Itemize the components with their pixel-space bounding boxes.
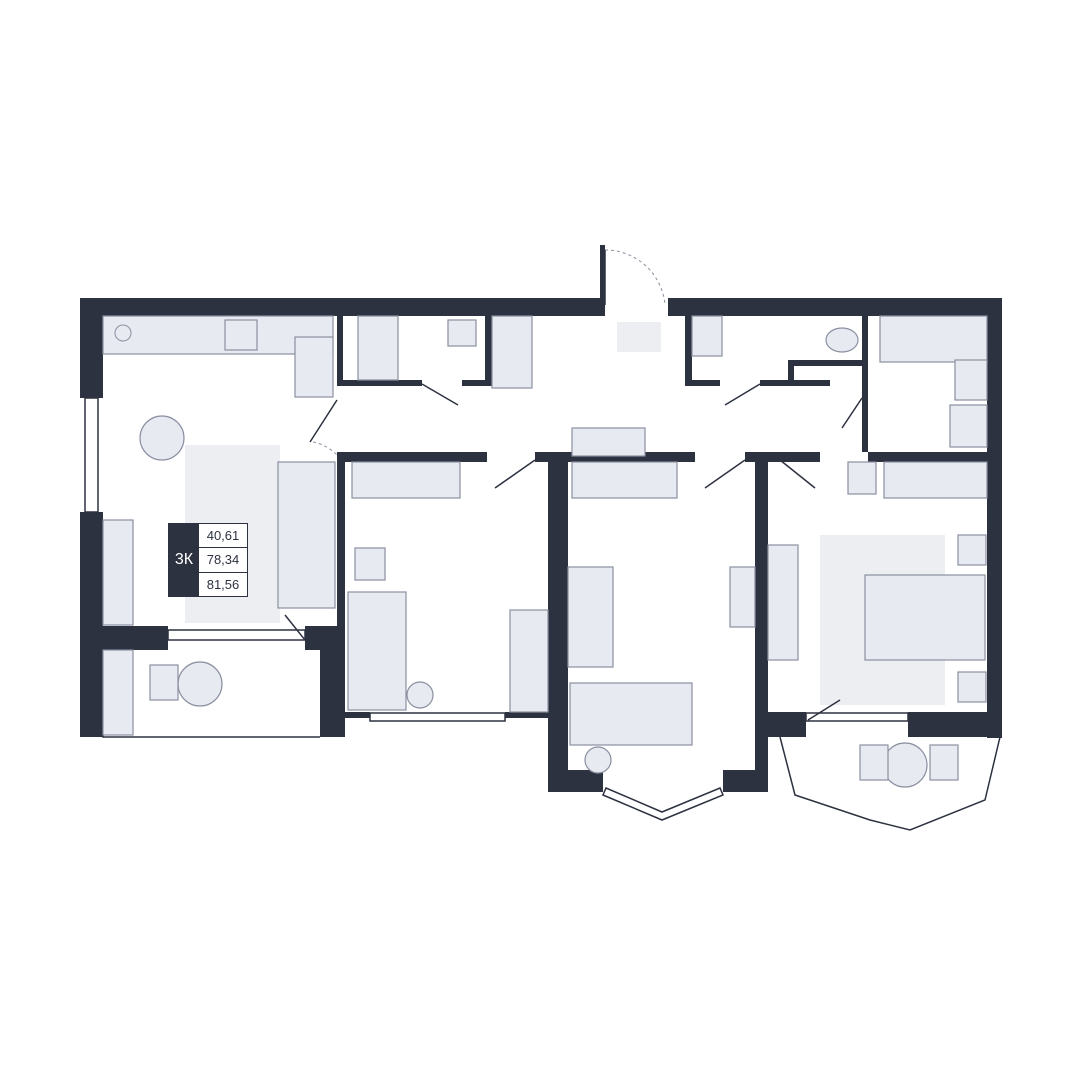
window-bedroom-2	[602, 787, 724, 821]
apartment-info-badge: 3К 40,61 78,34 81,56	[168, 523, 248, 597]
room-count: 3К	[169, 524, 199, 596]
entry-mat	[617, 322, 661, 352]
window-bedroom-3	[805, 712, 909, 722]
total-area: 78,34	[199, 548, 247, 573]
total-area-with-balcony: 81,56	[206, 576, 240, 592]
walls	[80, 245, 1002, 792]
window-bedroom-1	[369, 712, 506, 722]
living-area: 40,61	[199, 524, 247, 549]
balcony-right	[779, 736, 1001, 831]
window-living	[167, 629, 306, 641]
doors	[284, 249, 863, 721]
window-kitchen	[84, 397, 99, 513]
furniture	[102, 315, 988, 788]
